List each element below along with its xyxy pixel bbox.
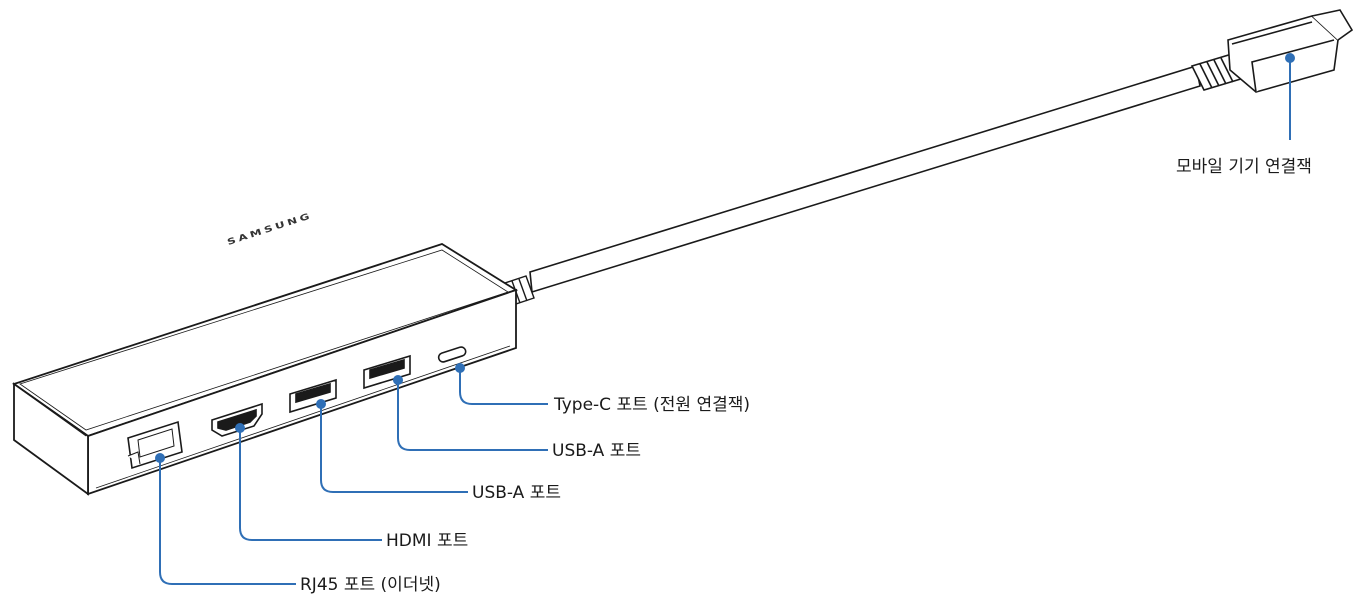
dot-mobile-connector <box>1285 53 1295 63</box>
label-rj45-port: RJ45 포트 (이더넷) <box>300 575 441 595</box>
leader-lines <box>155 53 1295 585</box>
callout-labels: 모바일 기기 연결잭 Type-C 포트 (전원 연결잭) USB-A 포트 U… <box>300 157 1312 595</box>
leader-usb-a-port-2 <box>320 404 468 493</box>
dot-usb-a-port-1 <box>393 375 403 385</box>
label-hdmi-port: HDMI 포트 <box>386 531 468 551</box>
leader-type-c-port <box>459 368 548 405</box>
brand-logo: SAMSUNG <box>226 211 314 248</box>
label-usb-a-port-1: USB-A 포트 <box>552 441 641 461</box>
dot-rj45-port <box>155 453 165 463</box>
usb-a-port-1-shape <box>289 378 337 414</box>
dot-type-c-port <box>455 363 465 373</box>
leader-usb-a-port-1 <box>397 380 548 451</box>
hub-body <box>12 243 519 496</box>
label-type-c-port: Type-C 포트 (전원 연결잭) <box>553 395 750 415</box>
cable <box>529 64 1201 294</box>
dot-hdmi-port <box>235 423 245 433</box>
rj45-port-shape <box>127 420 183 470</box>
label-mobile-connector: 모바일 기기 연결잭 <box>1176 157 1312 177</box>
usb-a-port-2-shape <box>363 354 411 390</box>
hdmi-port-shape <box>211 402 263 437</box>
type-c-port-shape <box>437 346 467 363</box>
ports <box>127 346 467 470</box>
leader-rj45-port <box>159 458 296 585</box>
leader-hdmi-port <box>239 428 382 541</box>
dot-usb-a-port-2 <box>316 399 326 409</box>
mobile-connector-plug <box>1190 9 1354 93</box>
label-usb-a-port-2: USB-A 포트 <box>472 483 561 503</box>
